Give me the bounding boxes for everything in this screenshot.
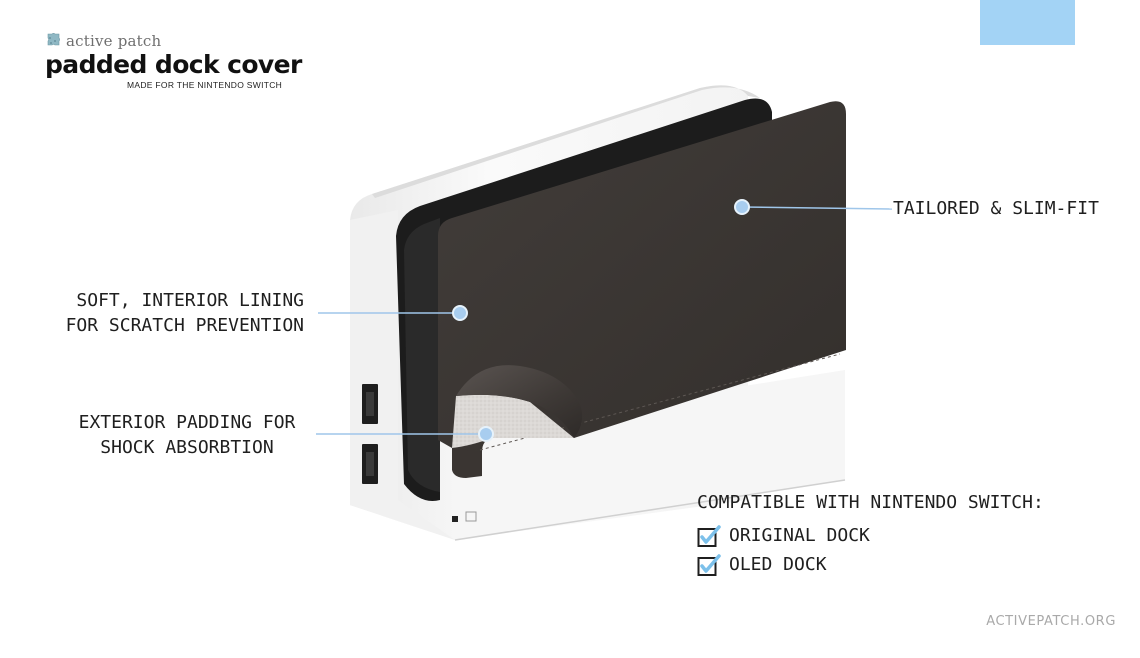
callout-lining: SOFT, INTERIOR LINING FOR SCRATCH PREVEN… — [50, 288, 304, 338]
page-subtitle: MADE FOR THE NINTENDO SWITCH — [127, 80, 283, 90]
callout-dot-lining — [452, 305, 468, 321]
callout-lining-line2: FOR SCRATCH PREVENTION — [65, 315, 304, 336]
brand-name: active patch — [66, 32, 162, 50]
compatibility-section: COMPATIBLE WITH NINTENDO SWITCH: ORIGINA… — [697, 492, 1044, 579]
callout-padding: EXTERIOR PADDING FOR SHOCK ABSORBTION — [64, 410, 310, 460]
compat-item-label: ORIGINAL DOCK — [729, 525, 870, 546]
callout-dot-padding — [478, 426, 494, 442]
callout-lines — [316, 199, 893, 442]
callout-lining-line1: SOFT, INTERIOR LINING — [76, 290, 304, 311]
callout-padding-line1: EXTERIOR PADDING FOR — [78, 412, 296, 433]
accent-block — [980, 0, 1075, 45]
switch-logo-icon — [465, 511, 477, 522]
puzzle-patch-icon — [47, 33, 60, 46]
callout-tailored: TAILORED & SLIM-FIT — [893, 198, 1099, 219]
callout-padding-line2: SHOCK ABSORBTION — [100, 437, 274, 458]
compat-item-original: ORIGINAL DOCK — [697, 521, 1044, 550]
brand-header: active patch padded dock cover MADE FOR … — [44, 30, 302, 90]
footer-url: ACTIVEPATCH.ORG — [986, 614, 1116, 629]
brand-logo-row: active patch — [44, 30, 302, 52]
callout-dot-tailored — [734, 199, 750, 215]
compat-item-label: OLED DOCK — [729, 554, 827, 575]
compat-item-oled: OLED DOCK — [697, 550, 1044, 579]
compatibility-title: COMPATIBLE WITH NINTENDO SWITCH: — [697, 492, 1044, 513]
page-title: padded dock cover — [45, 50, 302, 79]
checked-box-icon — [697, 553, 721, 576]
checked-box-icon — [697, 524, 721, 547]
